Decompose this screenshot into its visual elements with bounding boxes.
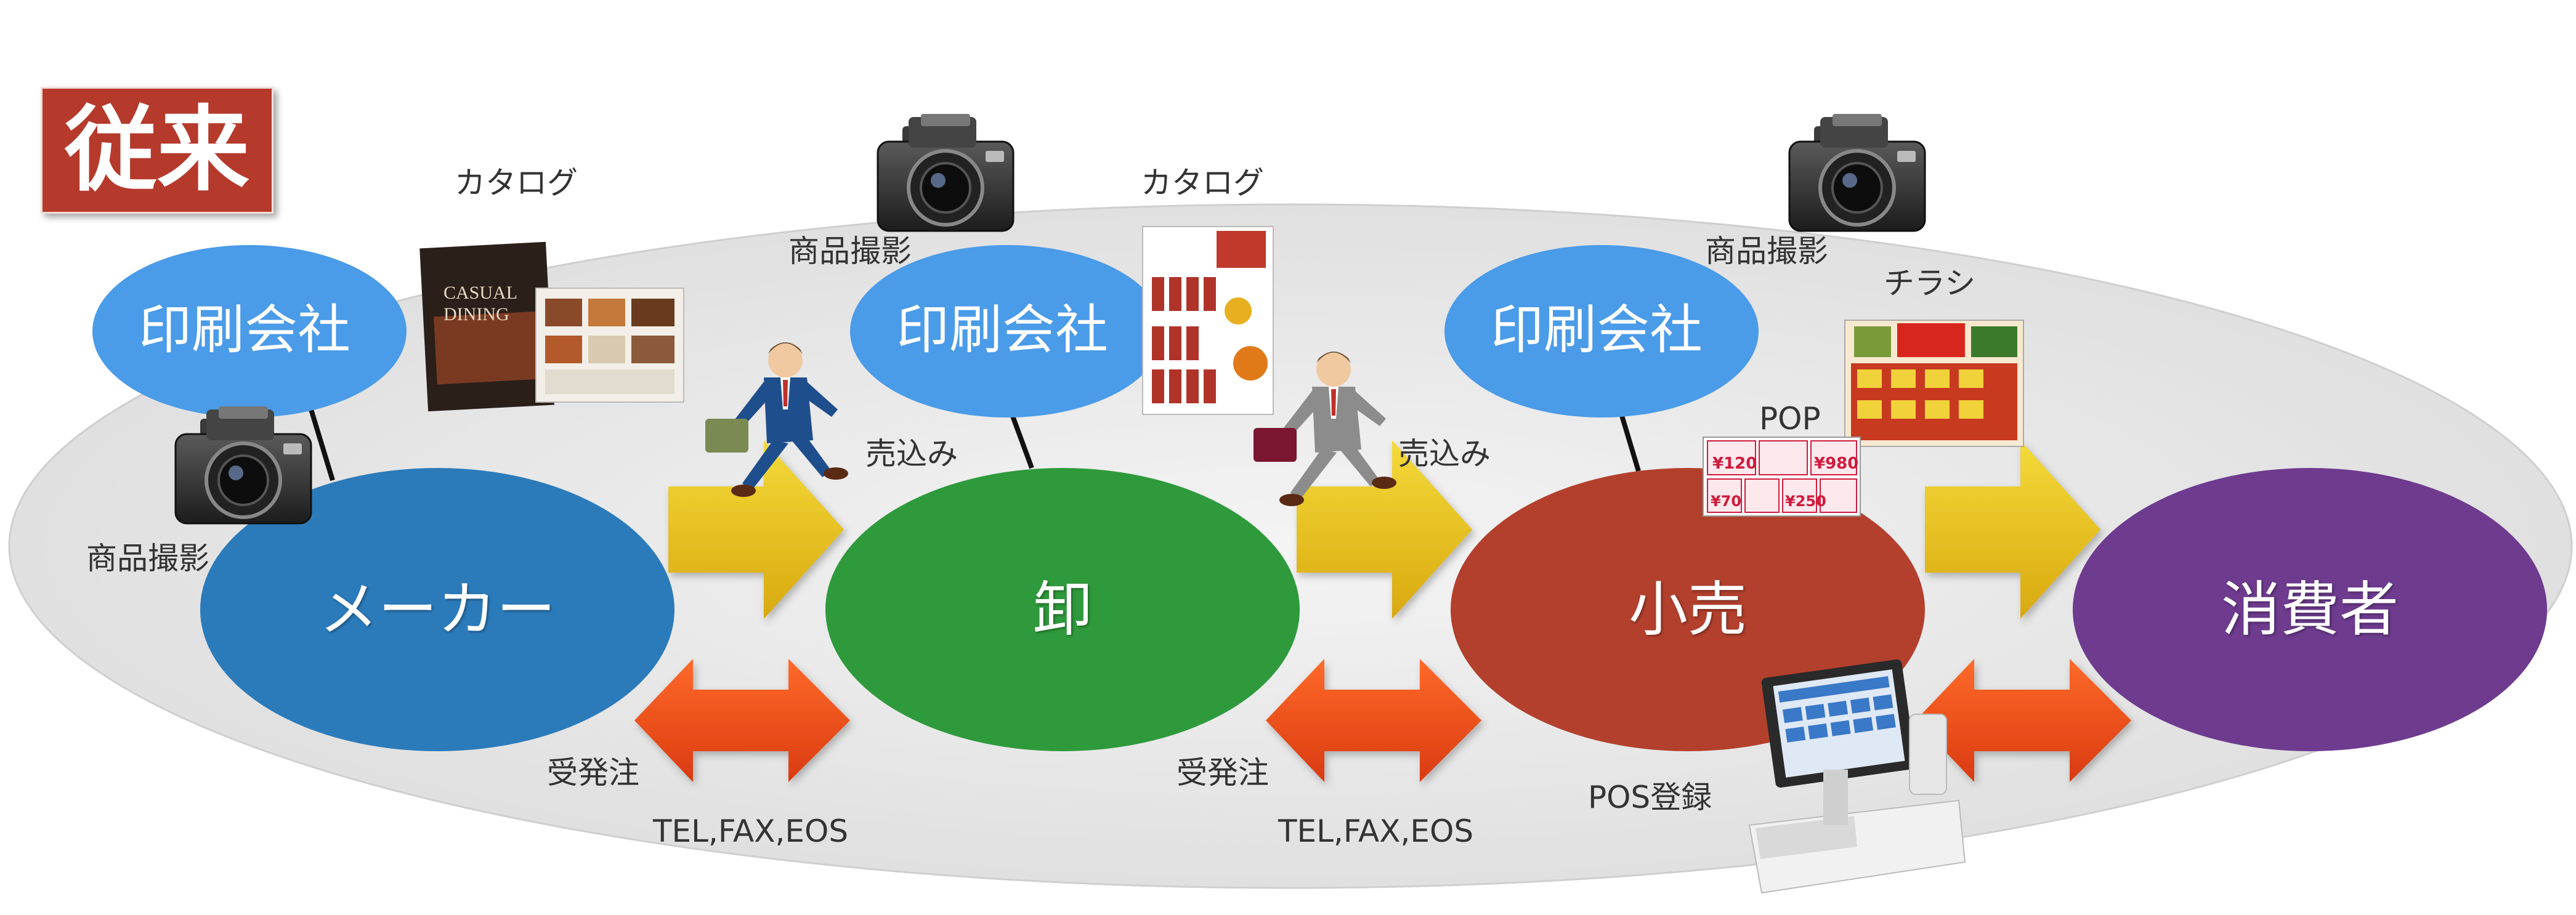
node-ellipse-wholesale	[825, 468, 1300, 751]
connector-printer-wholesale	[1008, 408, 1034, 469]
pos-label: POS登録	[1588, 780, 1712, 815]
catalog-image	[1142, 226, 1274, 415]
node-ellipse-maker	[200, 468, 674, 751]
pop-price: ¥120	[1712, 454, 1757, 473]
page-title: 従来	[64, 97, 249, 204]
catalog-label: カタログ	[455, 165, 578, 201]
orders-label: 受発注	[1177, 755, 1269, 791]
printer-label-center: 印刷会社	[896, 299, 1108, 361]
printer-ellipse-center	[850, 245, 1164, 417]
camera-icon	[1789, 114, 1925, 231]
node-label-maker: メーカー	[319, 575, 556, 644]
node-label-wholesale: 卸	[1033, 575, 1092, 644]
sales-label: 売込み	[1398, 436, 1491, 472]
pos-terminal-icon	[1748, 659, 1966, 894]
connector-printer-retail	[1618, 408, 1641, 472]
printer-label-right: 印刷会社	[1491, 299, 1703, 361]
channels-label: TEL,FAX,EOS	[653, 813, 849, 849]
flyer-image	[1844, 320, 2024, 447]
pop-label: POP	[1759, 401, 1821, 437]
svg-text:DINING: DINING	[444, 304, 509, 324]
photo-label-center: 商品撮影	[788, 233, 912, 269]
photo-label-left: 商品撮影	[86, 541, 209, 576]
flyer-label: チラシ	[1884, 265, 1975, 301]
catalog-label: カタログ	[1141, 165, 1264, 201]
pop-image	[1703, 437, 1861, 517]
pop-price: ¥250	[1785, 493, 1826, 510]
sales-label: 売込み	[865, 436, 958, 472]
printer-label-left: 印刷会社	[139, 299, 350, 361]
node-ellipse-consumer	[2073, 468, 2547, 751]
order-arrow-retail-consumer	[1916, 659, 2131, 782]
pop-price: ¥980	[1814, 454, 1859, 473]
order-arrow-wholesale-retail	[1266, 659, 1481, 782]
printer-ellipse-left	[92, 245, 407, 417]
title-badge: 従来	[41, 87, 273, 214]
flow-arrow-wholesale-retail	[1297, 440, 1472, 619]
catalog-cover-text: CASUAL	[444, 283, 517, 303]
channels-label: TEL,FAX,EOS	[1278, 813, 1474, 849]
order-arrow-maker-wholesale	[634, 659, 850, 782]
flow-arrow-maker-wholesale	[668, 440, 844, 619]
node-label-retail: 小売	[1629, 575, 1747, 644]
pop-price: ¥70	[1711, 493, 1742, 510]
node-label-consumer: 消費者	[2221, 575, 2399, 644]
camera-icon	[878, 114, 1013, 231]
connector-printer-maker	[309, 408, 335, 482]
flow-arrow-retail-consumer	[1925, 440, 2100, 619]
catalog-image	[419, 241, 684, 412]
photo-label-right: 商品撮影	[1705, 233, 1828, 269]
printer-ellipse-right	[1444, 245, 1759, 417]
orders-label: 受発注	[547, 755, 639, 791]
